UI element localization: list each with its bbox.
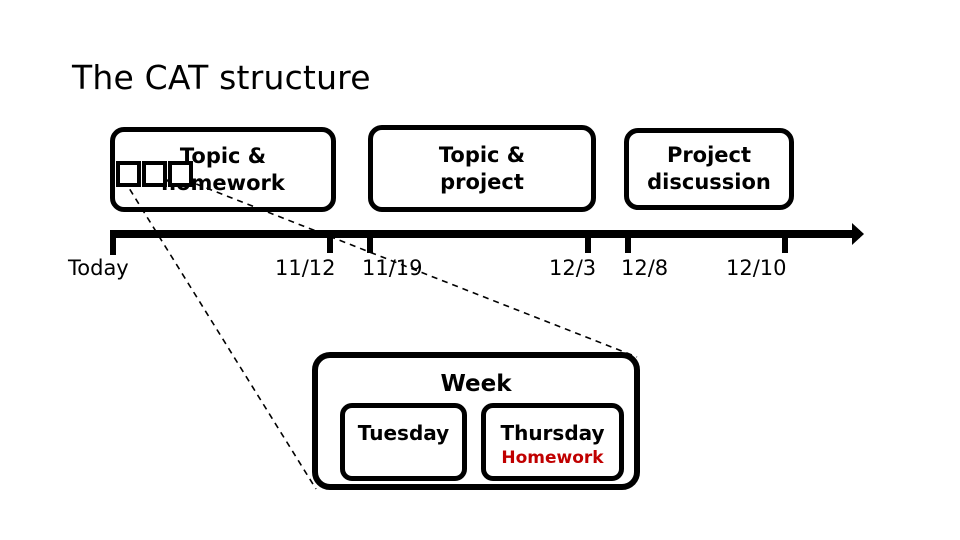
timeline-tick-12-03 (585, 237, 591, 253)
phase-label-line1: Project (666, 143, 752, 167)
timeline-axis (110, 223, 864, 255)
timeline-tick-today (110, 237, 116, 255)
week-group[interactable]: Week Tuesday Thursday Homework (312, 352, 640, 490)
timeline-bar (110, 230, 860, 238)
phase-box-topic-project[interactable]: Topic & project (368, 125, 596, 212)
phase-label-line1: Topic & (438, 142, 526, 167)
day-box-thursday[interactable]: Thursday Homework (481, 403, 624, 481)
timeline-arrow-head (852, 223, 864, 245)
phase-label-line1: Topic & (179, 143, 267, 168)
phase-label-line2: project (440, 169, 524, 194)
timeline-tick-12-08 (625, 237, 631, 253)
page-title: The CAT structure (72, 58, 371, 97)
timeline-tick-11-12 (327, 237, 333, 253)
callout-bracket[interactable] (116, 161, 194, 187)
timeline-tick-11-19 (367, 237, 373, 253)
timeline-label-12-10: 12/10 (726, 256, 787, 280)
bracket-cell-1 (116, 161, 141, 187)
bracket-cell-3 (168, 161, 193, 187)
phase-label-line2: discussion (647, 170, 771, 194)
timeline-tick-12-10 (782, 237, 788, 253)
day-note-thursday: Homework (501, 448, 604, 468)
bracket-cell-2 (142, 161, 167, 187)
day-name-thursday: Thursday (500, 421, 605, 445)
day-box-tuesday[interactable]: Tuesday (340, 403, 467, 481)
day-name-tuesday: Tuesday (357, 421, 450, 445)
phase-box-project-discussion[interactable]: Project discussion (624, 128, 794, 210)
timeline-label-today: Today (68, 256, 129, 280)
week-title: Week (440, 371, 512, 397)
